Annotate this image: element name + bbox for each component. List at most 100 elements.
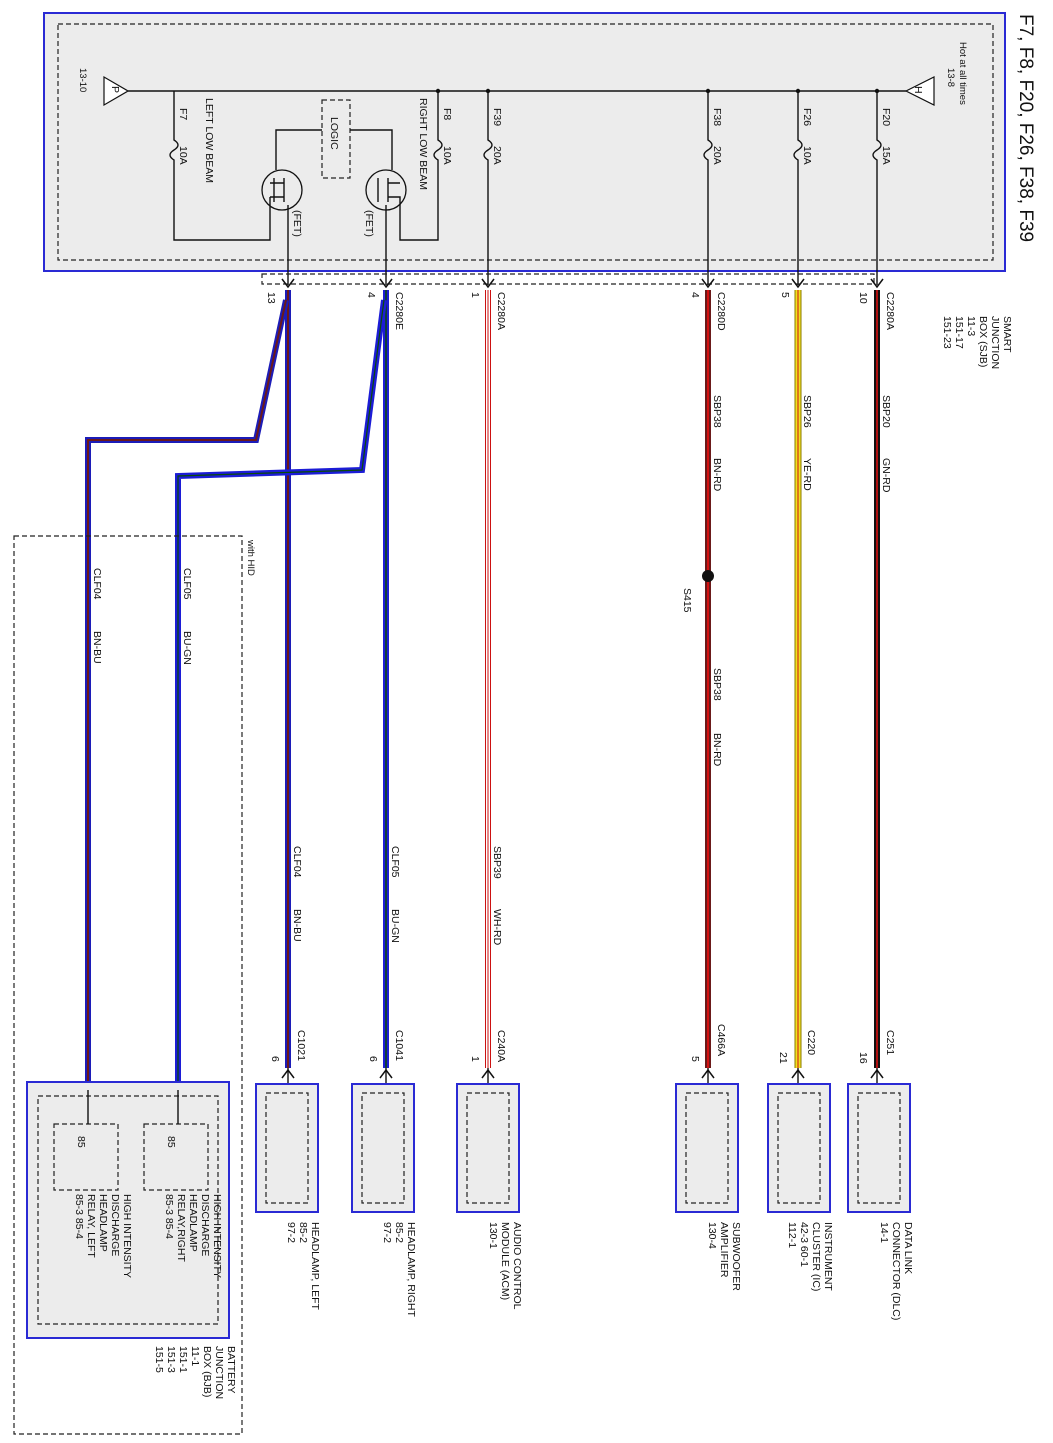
sub-circuit-2: SBP38 <box>711 668 723 701</box>
hr-circuit: CLF05 <box>389 846 401 878</box>
hot-at-all-times-symbol <box>904 76 935 106</box>
svg-text:LEFT LOW BEAM: LEFT LOW BEAM <box>203 98 215 183</box>
power-ground-symbol <box>103 75 130 107</box>
fuse-f39: F39 20A <box>483 91 503 285</box>
hl-pin-bottom: 6 <box>269 1056 281 1062</box>
svg-text:JUNCTION: JUNCTION <box>213 1346 225 1399</box>
hl-pin-top: 13 <box>265 292 277 304</box>
logic-label: LOGIC <box>328 117 340 150</box>
sub-conn-top: C2280D <box>715 292 727 331</box>
svg-text:85-3 85-4: 85-3 85-4 <box>163 1194 175 1239</box>
hid-left-color: BN-BU <box>91 631 103 664</box>
svg-text:F39: F39 <box>491 108 503 126</box>
wire-hid-right <box>175 299 387 1090</box>
fet-left: (FET) <box>261 169 303 285</box>
hot-label: Hot at all times <box>957 42 968 105</box>
svg-text:85-2: 85-2 <box>297 1222 309 1243</box>
svg-text:15A: 15A <box>880 146 892 165</box>
sub-conn-bottom: C466A <box>715 1024 727 1056</box>
dlc-pin-bottom: 16 <box>857 1052 869 1064</box>
svg-text:20A: 20A <box>491 146 503 165</box>
svg-text:F8: F8 <box>441 108 453 120</box>
sub-color-2: BN-RD <box>711 733 723 767</box>
svg-text:SUBWOOFER: SUBWOOFER <box>730 1222 742 1291</box>
svg-text:11-1: 11-1 <box>189 1346 201 1366</box>
relay-right: 85 HIGH INTENSITY DISCHARGE HEADLAMP REL… <box>143 1123 223 1278</box>
svg-text:MODULE (ACM): MODULE (ACM) <box>499 1222 511 1300</box>
svg-text:97-2: 97-2 <box>285 1222 297 1243</box>
module-headlamp-right: HEADLAMP, RIGHT 85-2 97-2 <box>351 1083 417 1317</box>
svg-text:42-3 60-1: 42-3 60-1 <box>798 1222 810 1267</box>
svg-text:AUDIO CONTROL: AUDIO CONTROL <box>511 1222 523 1310</box>
svg-text:CONNECTOR (DLC): CONNECTOR (DLC) <box>890 1222 902 1320</box>
hl-circuit: CLF04 <box>291 846 303 878</box>
svg-text:CLUSTER (IC): CLUSTER (IC) <box>810 1222 822 1291</box>
logic-link-right <box>350 129 393 170</box>
dlc-pin-top: 10 <box>857 292 869 304</box>
wire-hid-left <box>85 299 289 1090</box>
sub-pin-top: 4 <box>689 292 701 298</box>
hid-right-circuit: CLF05 <box>181 568 193 600</box>
svg-text:HEADLAMP, RIGHT: HEADLAMP, RIGHT <box>405 1222 417 1317</box>
svg-text:20A: 20A <box>711 146 723 165</box>
svg-text:10A: 10A <box>801 146 813 165</box>
svg-text:112-1: 112-1 <box>786 1222 798 1248</box>
hl-color: BN-BU <box>291 909 303 942</box>
svg-text:85-2: 85-2 <box>393 1222 405 1243</box>
ic-conn-bottom: C220 <box>805 1030 817 1055</box>
svg-text:RELAY, LEFT: RELAY, LEFT <box>85 1194 97 1258</box>
acm-color: WH-RD <box>491 909 503 946</box>
logic-link-left <box>275 129 322 170</box>
dlc-circuit: SBP20 <box>880 395 892 428</box>
fuse-f20: F20 15A <box>872 91 892 285</box>
svg-text:85-3 85-4: 85-3 85-4 <box>73 1194 85 1239</box>
p-letter: P <box>109 86 121 93</box>
acm-pin-top: 1 <box>469 292 481 298</box>
svg-text:RELAY,RIGHT: RELAY,RIGHT <box>175 1194 187 1262</box>
splice-label: S415 <box>681 588 693 613</box>
svg-text:130-1: 130-1 <box>487 1222 499 1249</box>
battery-junction-box: 85 HIGH INTENSITY DISCHARGE HEADLAMP REL… <box>26 1081 237 1399</box>
connector-c2280-outline <box>261 273 875 285</box>
svg-text:F7: F7 <box>177 108 189 120</box>
hr-pin-bottom: 6 <box>367 1056 379 1062</box>
svg-text:F26: F26 <box>801 108 813 126</box>
svg-text:BATTERY: BATTERY <box>225 1346 237 1393</box>
svg-text:(FET): (FET) <box>363 210 375 237</box>
sub-pin-bottom: 5 <box>689 1056 701 1062</box>
p-ref: 13-10 <box>77 68 88 92</box>
sub-circuit: SBP38 <box>711 395 723 428</box>
svg-text:HEADLAMP, LEFT: HEADLAMP, LEFT <box>309 1222 321 1311</box>
sub-color: BN-RD <box>711 458 723 492</box>
module-dlc: DATA LINK CONNECTOR (DLC) 14-1 <box>847 1083 914 1320</box>
sjb-name-1: SMART <box>1001 316 1013 353</box>
sjb-inner-boundary <box>57 23 994 261</box>
hr-conn-bottom: C1041 <box>393 1030 405 1061</box>
hid-option-boundary <box>13 535 243 1435</box>
top-connector-chevrons <box>281 278 884 289</box>
svg-text:(FET): (FET) <box>291 210 303 237</box>
fuse-f8: F8 10A RIGHT LOW BEAM <box>399 91 453 241</box>
sjb-name-3: BOX (SJB) <box>977 316 989 367</box>
sjb-frame <box>43 12 1006 272</box>
dlc-conn-bottom: C251 <box>884 1030 896 1055</box>
svg-text:F38: F38 <box>711 108 723 126</box>
svg-text:HIGH INTENSITY: HIGH INTENSITY <box>211 1194 223 1278</box>
bottom-connector-chevrons <box>281 1068 884 1079</box>
dlc-color: GN-RD <box>880 458 892 493</box>
svg-text:151-3: 151-3 <box>165 1346 177 1373</box>
svg-text:HEADLAMP: HEADLAMP <box>97 1194 109 1252</box>
hr-conn-top: C2280E <box>393 292 405 330</box>
acm-conn-top: C2280A <box>495 292 507 330</box>
hid-label: with HID <box>245 539 256 576</box>
svg-text:151-5: 151-5 <box>153 1346 165 1373</box>
svg-text:DATA LINK: DATA LINK <box>902 1222 914 1274</box>
svg-text:HIGH INTENSITY: HIGH INTENSITY <box>121 1194 133 1278</box>
svg-text:DISCHARGE: DISCHARGE <box>199 1194 211 1256</box>
sjb-name-5: 151-17 <box>953 316 965 349</box>
svg-text:F20: F20 <box>880 108 892 126</box>
module-audio-control: AUDIO CONTROL MODULE (ACM) 130-1 <box>456 1083 523 1310</box>
acm-pin-bottom: 1 <box>469 1056 481 1062</box>
dlc-conn-top: C2280A <box>884 292 896 330</box>
wire-subwoofer <box>702 290 714 1068</box>
